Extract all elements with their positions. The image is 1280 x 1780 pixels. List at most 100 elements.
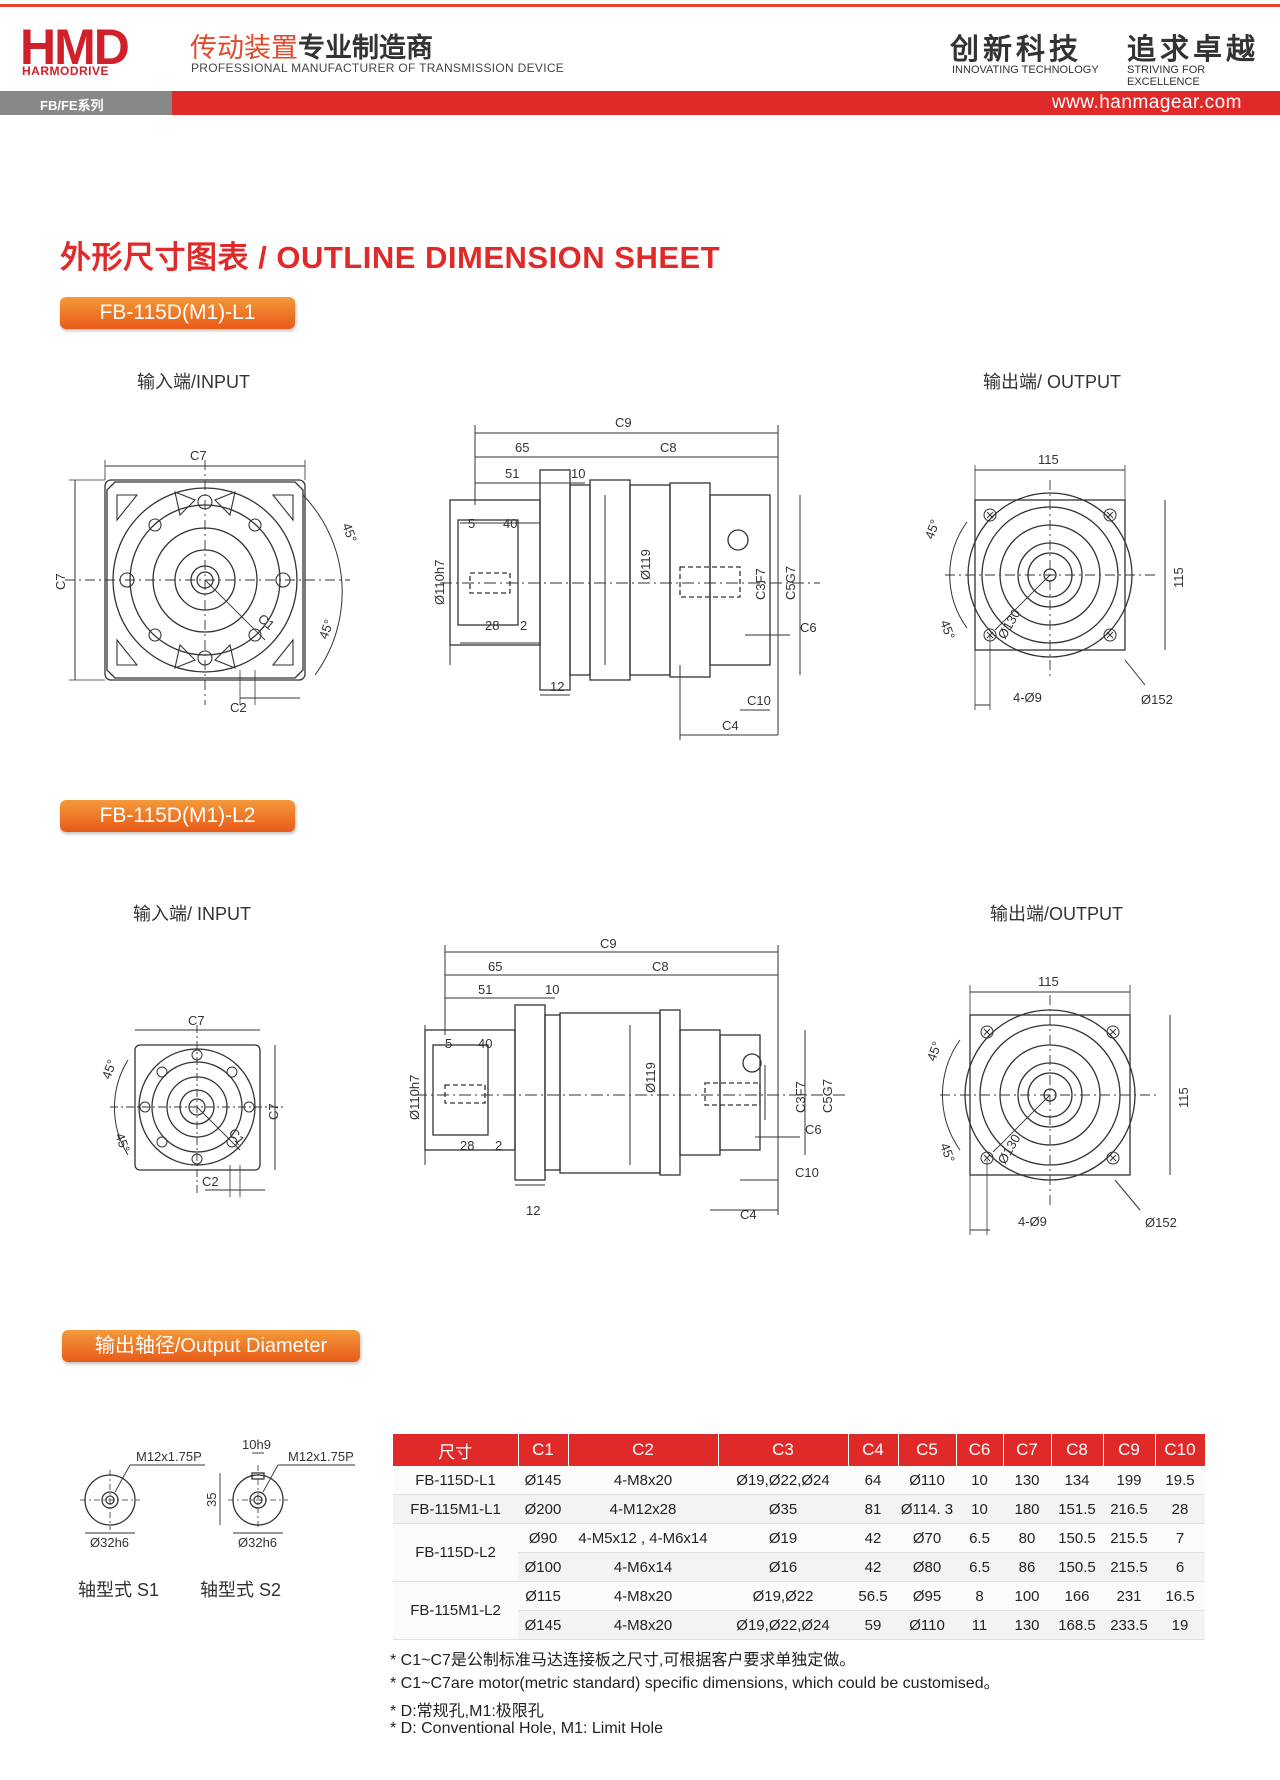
- website-link[interactable]: www.hanmagear.com: [1051, 92, 1242, 113]
- l2-dim-c9: C9: [600, 936, 617, 951]
- cell: Ø95: [898, 1581, 956, 1611]
- dim-c9: C9: [615, 415, 632, 430]
- cell: 215.5: [1103, 1552, 1155, 1582]
- col-c9: C9: [1103, 1434, 1156, 1466]
- l1-input-face-drawing: [65, 460, 350, 705]
- cell: 6.5: [956, 1552, 1003, 1582]
- cell: 6.5: [956, 1523, 1003, 1553]
- dim-c2: C2: [230, 700, 247, 715]
- col-c8: C8: [1051, 1434, 1104, 1466]
- l2-dim-c5: C5G7: [820, 1079, 835, 1113]
- col-c1: C1: [518, 1434, 569, 1466]
- website-bar: [172, 91, 1280, 115]
- l2-output-face-labels: 115 115 45° 45° Ø130 4-Ø9 Ø152: [924, 974, 1191, 1230]
- dim-c8: C8: [660, 440, 677, 455]
- motto-excellence-en: STRIVING FOR EXCELLENCE: [1127, 64, 1206, 88]
- l2-dim-c1: C1: [226, 1125, 248, 1147]
- col-c10: C10: [1155, 1434, 1206, 1466]
- table-row: FB-115M1-L2 Ø115 4-M8x20 Ø19,Ø22 56.5 Ø9…: [393, 1581, 1205, 1640]
- motto-innovating-en: INNOVATING TECHNOLOGY: [952, 64, 1099, 76]
- l2-output-face-drawing: [940, 985, 1171, 1235]
- col-c6: C6: [956, 1434, 1004, 1466]
- table-row: Ø145 4-M8x20 Ø19,Ø22,Ø24 59 Ø110 11 130 …: [393, 1610, 1205, 1640]
- cell: 11: [956, 1610, 1003, 1640]
- cell: Ø19,Ø22: [718, 1581, 848, 1611]
- cell: 134: [1051, 1466, 1103, 1495]
- shaft-types-drawing: [80, 1452, 355, 1534]
- s2-diameter: Ø32h6: [238, 1535, 277, 1550]
- motto-excellence: 追求卓越: [1127, 32, 1260, 66]
- series-label: FB/FE系列: [40, 98, 104, 113]
- l1-side-view-labels: C9 65 C8 51 10 5 40 28 2 Ø110h7 Ø119 C3F…: [432, 415, 817, 733]
- l2-side-view-drawing: [415, 945, 845, 1215]
- l2-dim-d130: Ø130: [995, 1131, 1024, 1166]
- l2-dim-65: 65: [488, 959, 502, 974]
- table-row: FB-115D-L1 Ø145 4-M8x20 Ø19,Ø22,Ø24 64 Ø…: [393, 1466, 1205, 1495]
- l2-dim-51: 51: [478, 982, 492, 997]
- cell: Ø100: [518, 1552, 568, 1582]
- shaft-s2-label: 轴型式 S2: [200, 1580, 282, 1600]
- col-size: 尺寸: [393, 1434, 519, 1466]
- l2-dim-holes: 4-Ø9: [1018, 1214, 1047, 1229]
- cell: 4-M12x28: [568, 1494, 718, 1524]
- cell: Ø16: [718, 1552, 848, 1582]
- cell: Ø110: [898, 1466, 956, 1495]
- l2-dim-45-lower: 45°: [112, 1131, 133, 1155]
- cell: 150.5: [1051, 1523, 1103, 1553]
- cell: Ø200: [518, 1494, 568, 1524]
- cell: Ø145: [518, 1610, 568, 1640]
- dim-40: 40: [503, 516, 517, 531]
- sheet-title: 外形尺寸图表 / OUTLINE DIMENSION SHEET: [60, 240, 721, 275]
- cell: 4-M5x12 , 4-M6x14: [568, 1523, 718, 1553]
- cell: 130: [1003, 1610, 1051, 1640]
- cell: 19: [1155, 1610, 1205, 1640]
- col-c7: C7: [1003, 1434, 1052, 1466]
- cell: 233.5: [1103, 1610, 1155, 1640]
- cell: 4-M8x20: [568, 1466, 718, 1495]
- cell: 28: [1155, 1494, 1205, 1524]
- cell: Ø90: [518, 1523, 568, 1553]
- col-c3: C3: [718, 1434, 849, 1466]
- l1-side-view-drawing: [440, 425, 820, 740]
- cell: 4-M8x20: [568, 1610, 718, 1640]
- header-top-line: [0, 4, 1280, 7]
- motto-innovating: 创新科技: [950, 32, 1083, 66]
- model-l1-badge: FB-115D(M1)-L1: [60, 297, 295, 329]
- note-en-hole: * D: Conventional Hole, M1: Limit Hole: [390, 1720, 664, 1737]
- dim-d130: Ø130: [995, 606, 1024, 641]
- cell: 215.5: [1103, 1523, 1155, 1553]
- slogan-en: PROFESSIONAL MANUFACTURER OF TRANSMISSIO…: [191, 61, 565, 75]
- l2-dim-d119: Ø119: [643, 1062, 658, 1093]
- l1-input-face-labels: C7 C7 45° 45° C1 C2: [55, 448, 360, 715]
- cell-model: FB-115D-L1: [393, 1466, 518, 1495]
- col-c5: C5: [898, 1434, 957, 1466]
- cell: 80: [1003, 1523, 1051, 1553]
- l2-dim-28: 28: [460, 1138, 474, 1153]
- cell: 8: [956, 1581, 1003, 1611]
- dim-d119: Ø119: [638, 549, 653, 580]
- series-bar: [0, 91, 172, 115]
- cell-model: FB-115M1-L1: [393, 1494, 518, 1524]
- cell: 42: [848, 1523, 898, 1553]
- shaft-s1-label: 轴型式 S1: [78, 1580, 160, 1600]
- note-cn-dims: * C1~C7是公制标准马达连接板之尺寸,可根据客户要求单独定做。: [390, 1652, 856, 1669]
- l2-dim-115-top: 115: [1038, 974, 1059, 989]
- dim-c4: C4: [722, 718, 739, 733]
- l2-side-view-labels: C9 65 C8 51 10 5 40 28 2 Ø110h7 Ø119 C3F…: [407, 936, 835, 1222]
- cell: 42: [848, 1552, 898, 1582]
- l2-dim-d152: Ø152: [1145, 1215, 1177, 1230]
- s1-diameter: Ø32h6: [90, 1535, 129, 1550]
- logo-sub: HARMODRIVE: [22, 64, 110, 78]
- cell: 180: [1003, 1494, 1051, 1524]
- cell: Ø80: [898, 1552, 956, 1582]
- cell: 19.5: [1155, 1466, 1205, 1495]
- dim-45-left-lower: 45°: [937, 618, 958, 642]
- l1-output-face-drawing: [945, 465, 1166, 710]
- l2-output-label: 输出端/OUTPUT: [990, 904, 1123, 924]
- l2-input-label: 输入端/ INPUT: [133, 904, 252, 924]
- dim-c7-top: C7: [190, 448, 207, 463]
- cell: Ø114. 3: [898, 1494, 956, 1524]
- cell: 10: [956, 1466, 1003, 1495]
- dim-c10: C10: [747, 693, 771, 708]
- slogan-cn: 传动装置专业制造商: [190, 33, 433, 64]
